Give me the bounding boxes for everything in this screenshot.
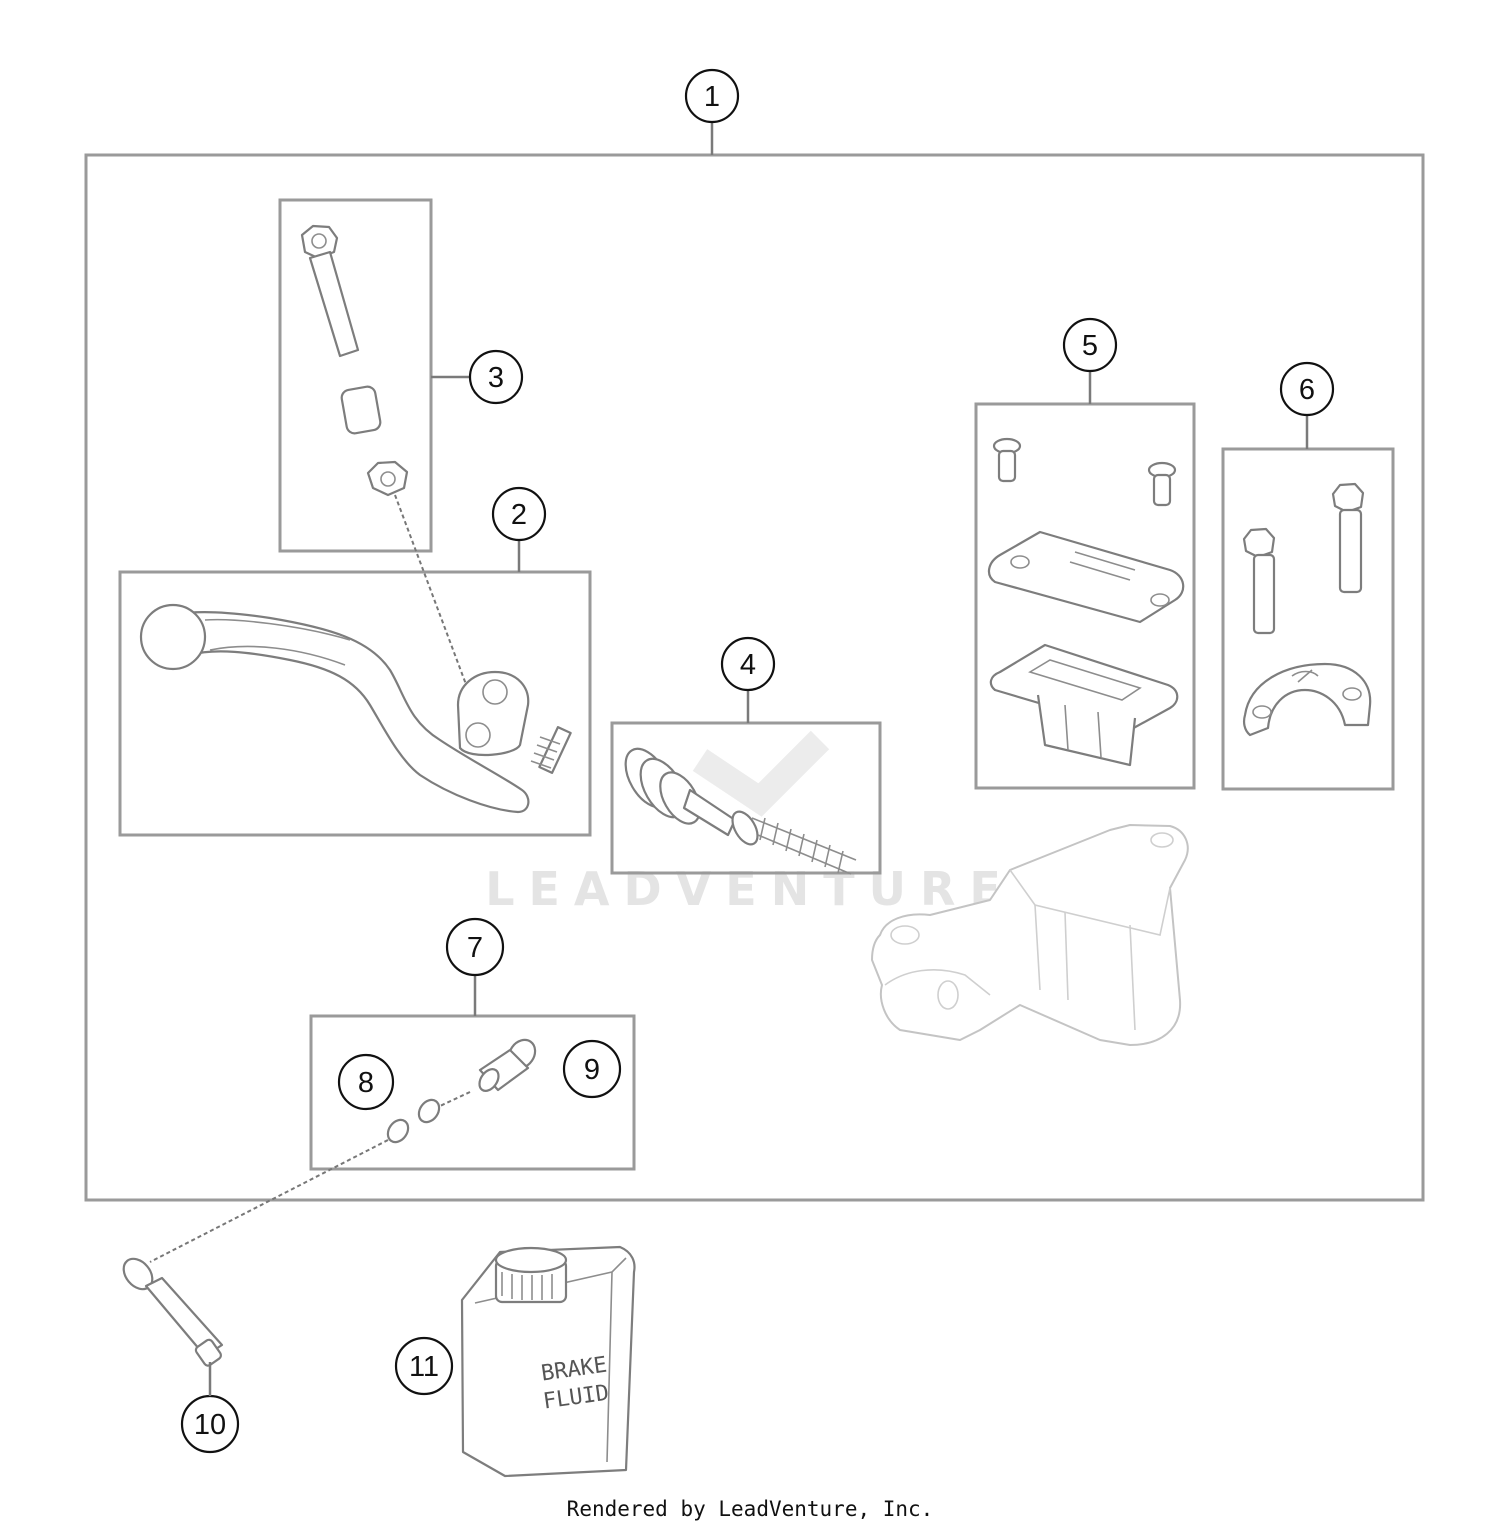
callout-2-label: 2 [511,499,527,531]
callout-8: 8 [337,1053,395,1111]
callout-7: 7 [445,917,505,977]
callout-4-label: 4 [740,649,756,681]
callout-9-label: 9 [584,1054,600,1086]
callout-3-label: 3 [488,362,504,394]
master-cylinder-body [871,824,1189,1046]
lever-bolt-part [300,224,409,497]
callout-1-label: 1 [704,81,720,113]
callout-2: 2 [491,486,547,542]
box-4 [610,721,882,875]
box-5 [974,402,1196,790]
callout-10-label: 10 [194,1409,226,1441]
callout-7-label: 7 [467,932,483,964]
reservoir-cover-part [987,437,1185,767]
assembly-box [84,153,1425,1202]
callout-3: 3 [468,349,524,405]
box-7 [309,1014,636,1171]
clamp-part [1242,482,1372,737]
callout-9: 9 [562,1039,622,1099]
bleeder-part [386,1038,537,1144]
box-2 [118,570,592,837]
callout-6-label: 6 [1299,374,1315,406]
watermark: LEADVENTURE [485,730,1015,916]
box-3 [278,198,433,553]
callout-8-label: 8 [358,1067,374,1099]
callout-5-label: 5 [1082,330,1098,362]
brake-fluid-can: BRAKE FLUID [460,1245,636,1478]
footer-credit: Rendered by LeadVenture, Inc. [566,1497,934,1521]
callout-6: 6 [1279,361,1335,417]
hand-lever-part [139,603,572,814]
callout-4: 4 [720,636,776,692]
watermark-text: LEADVENTURE [485,862,1015,916]
callout-10: 10 [180,1394,240,1454]
callout-11-label: 11 [409,1351,439,1383]
callout-5: 5 [1062,317,1118,373]
callout-11: 11 [394,1336,454,1396]
callout-1: 1 [684,68,740,124]
hose-fitting-part [122,1257,224,1367]
parts-diagram: LEADVENTURE [84,68,1425,1478]
box-6 [1221,447,1395,791]
piston-kit-part [624,747,857,875]
